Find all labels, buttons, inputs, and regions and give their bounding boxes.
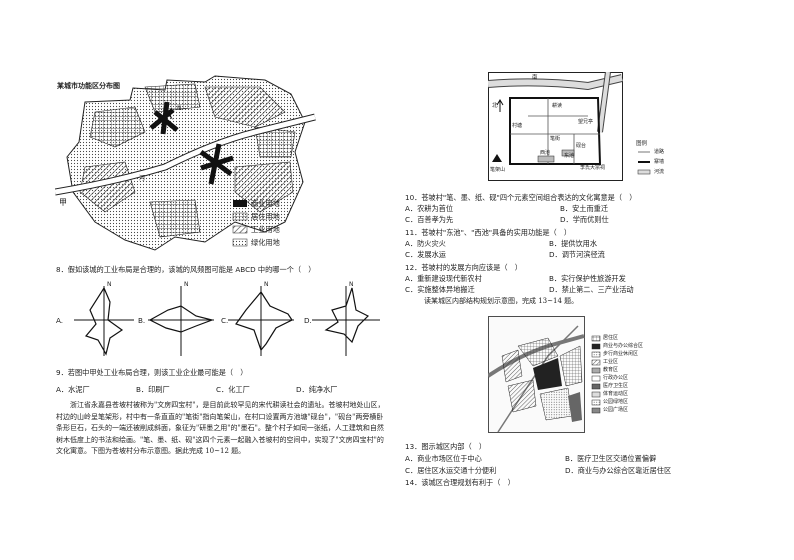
q10-option-c[interactable]: C．百善孝为先 (405, 215, 454, 224)
rose-b-north: N (184, 281, 189, 288)
q11-option-a[interactable]: A．防火灾火 (405, 239, 446, 248)
fig3-legend-9: 公园广场区 (603, 407, 629, 413)
fig2-label-b: 砚台 (576, 143, 587, 149)
q11-option-d[interactable]: D．调节河滨径流 (549, 250, 605, 259)
fig2-mountain: 笔架山 (490, 167, 506, 173)
q13-option-b[interactable]: B．医疗卫生区交通位置偏僻 (565, 454, 657, 463)
fig2-legend-title: 图例 (636, 141, 648, 147)
fig3-legend-8: 公园绿地区 (603, 399, 629, 405)
rose-d-north: N (349, 281, 354, 288)
fig1-legend-commercial: 商业用地 (251, 199, 280, 208)
fig3-legend-7: 体育运动区 (603, 391, 629, 397)
fig2-west-pond: 西池 (540, 150, 551, 156)
q12-option-c[interactable]: C．实施整体异地搬迁 (405, 285, 475, 294)
q8-option-b[interactable]: B. (138, 316, 146, 325)
fig1-legend-residential: 居住用地 (251, 212, 280, 221)
rose-a-north: N (107, 281, 112, 288)
q8-option-c[interactable]: C. (221, 316, 229, 325)
urban-district-plan: 居住区 商业与办公综合区 步行商业休闲区 工业区 教育区 行政办公区 医疗卫生区… (486, 316, 678, 434)
fig3-legend-0: 居住区 (603, 335, 619, 341)
fig2-east-pond: 东池 (564, 153, 575, 159)
q9-stem: 9．若图中甲处工业布局合理，则该工业企业最可能是（ ） (56, 368, 248, 377)
fig2-ancestral-hall: 李氏大宗祠 (580, 165, 606, 171)
fig2-label-c: 耕读 (552, 103, 563, 109)
fig2-brush-street: 笔街 (550, 136, 561, 142)
q10-stem: 10．苍坡村"笔、墨、纸、砚"四个元素空间组合表达的文化寓意是（ ） (405, 193, 637, 202)
fig2-label-d: 望兄亭 (578, 119, 594, 125)
q9-option-a[interactable]: A．水泥厂 (56, 385, 90, 394)
q10-option-a[interactable]: A．农耕为首位 (405, 204, 454, 213)
city-zone-map: 某城市功能区分布图 N 甲 河 商业用地 居住用地 工业用地 绿化用地 (54, 72, 355, 257)
passage-cangpo: 浙江省永嘉县苍坡村被称为"文房四宝村"，是目前此较罕见的宋代耕读社会的遗址。苍坡… (56, 401, 385, 455)
q12-stem: 12．苍坡村的发展方向应该是（ ） (405, 263, 522, 272)
fig3-legend-1: 商业与办公综合区 (603, 343, 644, 349)
q10-option-d[interactable]: D．学而优则仕 (560, 215, 609, 224)
q8-option-d[interactable]: D. (304, 316, 312, 325)
q10-option-b[interactable]: B．安土而重迁 (560, 204, 609, 213)
fig3-legend-4: 教育区 (603, 367, 619, 373)
q11-option-c[interactable]: C．发展水运 (405, 250, 446, 259)
fig2-river: 南 (532, 75, 538, 81)
q13-option-d[interactable]: D．商业与办公综合区靠近居住区 (565, 466, 672, 475)
fig1-legend-industrial: 工业用地 (251, 225, 280, 234)
fig1-label-jia: 甲 (59, 198, 67, 207)
q9-option-d[interactable]: D．纯净水厂 (296, 385, 338, 394)
fig2-legend-river: 河流 (654, 169, 665, 175)
passage-urban-plan: 读某城区内部结构规划示意图，完成 13~14 题。 (424, 297, 579, 305)
q8-stem: 8．假如该城的工业布局是合理的，该城的风频图可能是 ABCD 中的哪一个（ ） (56, 265, 316, 274)
q13-option-a[interactable]: A．商业市场区位于中心 (405, 454, 482, 463)
q9-option-b[interactable]: B．印刷厂 (136, 385, 170, 394)
fig2-north: 北 (492, 103, 498, 109)
q13-stem: 13．图示城区内部（ ） (405, 442, 487, 451)
rose-c-north: N (264, 281, 269, 288)
cangpo-village-map: 北 南 东池 西池 笔街 村塘 砚台 笔架山 李氏大宗祠 耕读 望兄亭 图例 道… (487, 71, 688, 182)
fig1-legend-green: 绿化用地 (251, 238, 280, 247)
fig3-legend-2: 步行商业休闲区 (603, 351, 639, 357)
q11-option-b[interactable]: B．提供饮用水 (549, 239, 598, 248)
fig1-title: 某城市功能区分布图 (57, 82, 120, 90)
q12-option-a[interactable]: A．重新建设现代新农村 (405, 274, 482, 283)
fig3-legend-3: 工业区 (603, 359, 619, 365)
q11-stem: 11．苍坡村"东池"、"西池"具备的实用功能是（ ） (405, 228, 572, 237)
q8-option-a[interactable]: A. (56, 316, 64, 325)
fig2-legend-road: 道路 (654, 149, 665, 155)
fig2-label-a: 村塘 (512, 123, 523, 129)
q9-option-c[interactable]: C．化工厂 (216, 385, 250, 394)
fig3-legend-6: 医疗卫生区 (603, 383, 629, 389)
fig1-label-river: 河 (139, 175, 146, 182)
fig1-north: N (177, 105, 182, 112)
fig2-legend-wall: 寨墙 (654, 159, 665, 165)
q12-option-d[interactable]: D．禁止第二、三产业活动 (549, 285, 634, 294)
q12-option-b[interactable]: B．实行保护性旅游开发 (549, 274, 626, 283)
wind-rose-options: A. B. C. D. N N N N (56, 280, 386, 360)
q13-option-c[interactable]: C．居住区水运交通十分便利 (405, 466, 497, 475)
fig3-legend-5: 行政办公区 (603, 375, 629, 381)
q14-stem: 14．该城区合理规划有利于（ ） (405, 478, 515, 487)
